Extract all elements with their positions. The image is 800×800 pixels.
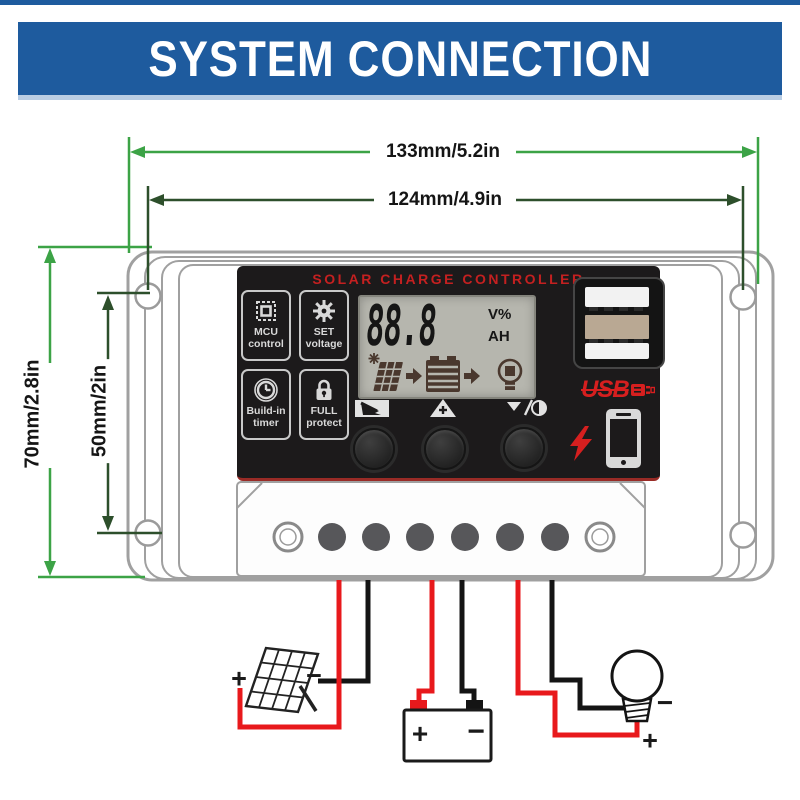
usb-logo: USB: [581, 376, 655, 404]
padlock-icon: [311, 375, 337, 405]
phone-icon: [606, 409, 641, 468]
dimension-inner-width: [146, 186, 745, 290]
dim-label-inner-height: 50mm/2in: [88, 358, 112, 464]
solar-plus-label: +: [231, 663, 247, 694]
usb-port-top: [585, 287, 649, 307]
down-lamp-icon: [507, 399, 547, 416]
negative-wires: [318, 580, 626, 711]
battery-icon: [426, 356, 460, 392]
dim-label-outer-height: 70mm/2.8in: [21, 353, 45, 475]
lcd-unit-volt-percent: V%: [488, 306, 512, 323]
lcd-value: 88.8: [363, 294, 439, 359]
feature-label: timer: [253, 417, 279, 430]
positive-wires: [237, 580, 640, 738]
usb-logo-text: USB: [581, 376, 630, 403]
battery-plus-label: +: [411, 718, 429, 749]
lcd-display: 88.8 V% AH: [358, 294, 536, 399]
bulb-icon: [497, 358, 523, 390]
feature-set-voltage: SET voltage: [299, 290, 349, 361]
load-minus-label: −: [656, 687, 674, 718]
arrow-right-icon: [464, 368, 480, 384]
feature-mcu-control: MCU control: [241, 290, 291, 361]
clock-icon: [252, 375, 280, 405]
lcd-unit-ah: AH: [488, 328, 510, 345]
up-plus-icon: [430, 399, 456, 417]
battery-minus-label: −: [467, 715, 485, 748]
usb-port-bottom: [585, 343, 649, 359]
top-border-strip: [0, 0, 800, 5]
load-plus-label: +: [642, 725, 658, 756]
feature-full-protect: FULL protect: [299, 369, 349, 440]
dim-label-inner-width: 124mm/4.9in: [381, 189, 509, 211]
controller-title: SOLAR CHARGE CONTROLLER: [312, 271, 585, 287]
terminal-ports: [318, 523, 569, 551]
usb-plug-icon: [630, 384, 655, 396]
button-legend: [355, 399, 547, 417]
battery-select-icon: [355, 400, 389, 417]
feature-label: MCU: [254, 326, 278, 338]
arrow-right-icon: [406, 368, 422, 384]
dimension-outer-height: [38, 245, 152, 579]
dual-usb-ports: [573, 277, 665, 369]
page-title: SYSTEM CONNECTION: [148, 30, 652, 87]
feature-buildin-timer: Build-in timer: [241, 369, 291, 440]
down-lamp-button: [503, 427, 545, 469]
feature-label: control: [248, 338, 284, 351]
feature-label: protect: [306, 417, 342, 430]
lightning-icon: [570, 426, 592, 461]
solar-panel-symbol: [246, 648, 318, 712]
terminal-screw-right: [584, 521, 616, 553]
solar-panel-icon: [373, 362, 403, 391]
mounting-holes: [134, 282, 757, 549]
controller-front-panel: SOLAR CHARGE CONTROLLER MCU control: [237, 266, 665, 481]
terminal-strip: [236, 481, 646, 577]
dimension-inner-height: [97, 291, 162, 535]
lcd-flow-icons: [368, 353, 523, 392]
terminal-screw-left: [272, 521, 304, 553]
solar-minus-label: −: [306, 660, 322, 691]
sun-icon: [368, 353, 380, 364]
title-banner: SYSTEM CONNECTION: [18, 22, 782, 100]
feature-label: voltage: [305, 338, 343, 351]
dim-label-outer-width: 133mm/5.2in: [379, 141, 507, 163]
feature-label: Build-in: [246, 405, 286, 417]
battery-symbol: [402, 700, 493, 763]
up-plus-button: [424, 428, 466, 470]
battery-select-button: [353, 428, 395, 470]
mcu-chip-icon: [253, 296, 279, 326]
feature-label: SET: [313, 326, 335, 338]
gear-icon: [311, 296, 337, 326]
dimension-outer-width: [127, 137, 760, 284]
feature-label: FULL: [310, 405, 338, 417]
bulb-symbol: [610, 649, 664, 723]
